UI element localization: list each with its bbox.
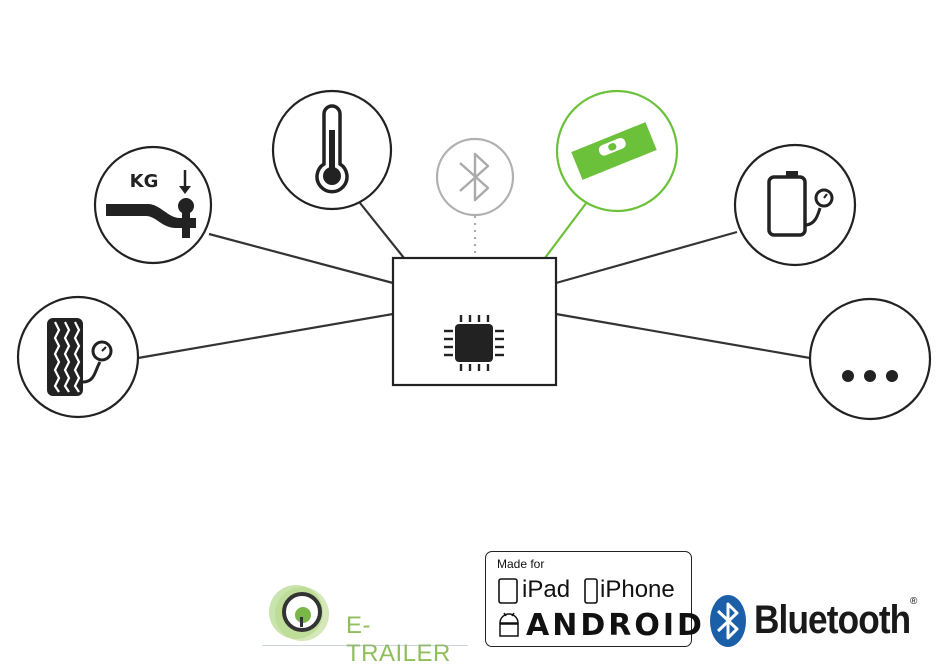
etrailer-mark-icon: [258, 582, 348, 648]
ipad-label: iPad: [522, 576, 570, 604]
node-tire-pressure: [18, 297, 138, 417]
etrailer-wordmark: E-TRAILER: [346, 612, 470, 668]
ellipsis-icon: [842, 370, 898, 382]
bluetooth-logo: Bluetooth ®: [708, 594, 923, 650]
made-for-badge: Made for iPad iPhone ANDROID: [485, 551, 692, 647]
android-wordmark: ANDROID: [526, 608, 705, 643]
sensor-diagram: KG: [0, 0, 950, 654]
line-temperature: [360, 203, 404, 258]
hub-box: [393, 258, 556, 385]
iphone-label: iPhone: [600, 576, 675, 604]
node-battery: [735, 145, 855, 265]
node-temperature: [273, 91, 391, 209]
node-more: [810, 299, 930, 419]
line-tire: [138, 314, 393, 358]
made-for-label: Made for: [497, 557, 544, 571]
registered-mark: ®: [910, 596, 917, 607]
etrailer-logo: E-TRAILER: [258, 582, 470, 648]
weight-label: KG: [130, 171, 159, 192]
iphone-device-icon: [582, 577, 600, 607]
line-battery: [556, 232, 737, 283]
bluetooth-logo-icon: [708, 594, 748, 648]
ipad-device-icon: [497, 577, 521, 607]
line-more: [556, 314, 810, 358]
line-level: [545, 202, 587, 258]
node-level: [557, 91, 677, 211]
node-bluetooth: [437, 139, 513, 215]
bluetooth-wordmark: Bluetooth: [754, 598, 910, 643]
line-weight: [209, 234, 393, 283]
etrailer-underline: [262, 645, 468, 646]
node-weight: KG: [95, 147, 211, 263]
android-robot-icon: [496, 610, 522, 640]
